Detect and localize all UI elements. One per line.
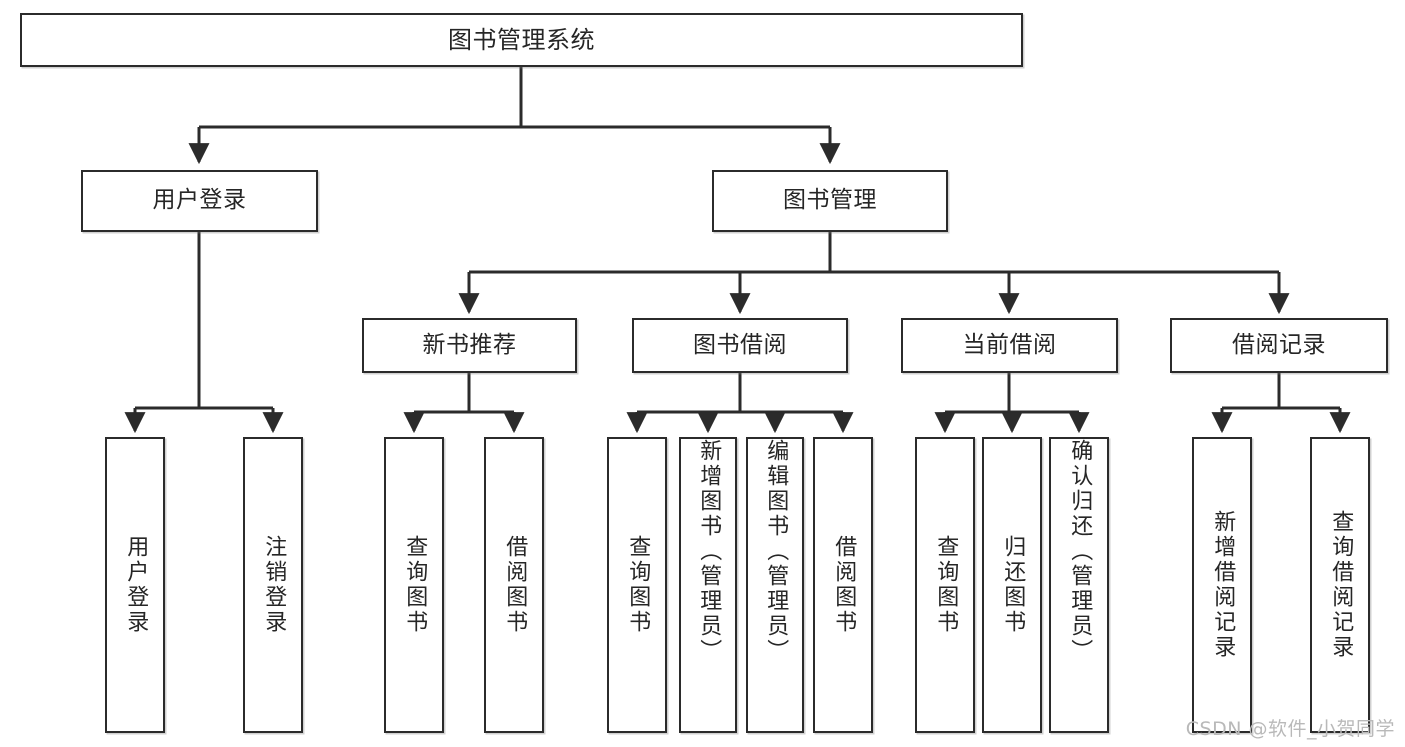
leaf-user-login-logout[interactable]: 注销登录 <box>243 437 303 733</box>
node-root-system[interactable]: 图书管理系统 <box>20 13 1023 67</box>
node-label: 查询图书 <box>402 535 428 635</box>
node-label: 借阅图书 <box>831 535 857 635</box>
leaf-user-login-login[interactable]: 用户登录 <box>105 437 165 733</box>
leaf-borrow-borrow-book[interactable]: 借阅图书 <box>813 437 873 733</box>
node-label: 编辑图书（管理员） <box>763 439 789 664</box>
leaf-borrow-query-book[interactable]: 查询图书 <box>607 437 667 733</box>
node-label: 用户登录 <box>152 187 247 214</box>
node-label: 图书管理系统 <box>448 25 595 54</box>
node-label: 图书管理 <box>783 187 877 214</box>
node-label: 新增图书（管理员） <box>696 439 722 664</box>
node-label: 查询借阅记录 <box>1328 510 1354 660</box>
watermark: CSDN @软件_小贺同学 <box>1185 718 1395 740</box>
leaf-current-confirm-return[interactable]: 确认归还（管理员） <box>1049 437 1109 733</box>
leaf-borrow-edit-book[interactable]: 编辑图书（管理员） <box>746 437 804 733</box>
leaf-borrow-add-book[interactable]: 新增图书（管理员） <box>679 437 737 733</box>
node-label: 确认归还（管理员） <box>1067 439 1093 664</box>
node-label: 新书推荐 <box>422 331 517 358</box>
leaf-record-add-record[interactable]: 新增借阅记录 <box>1192 437 1252 733</box>
node-label: 查询图书 <box>625 535 651 635</box>
node-label: 借阅记录 <box>1232 331 1326 358</box>
leaf-recommend-query-book[interactable]: 查询图书 <box>384 437 444 733</box>
node-label: 查询图书 <box>933 535 959 635</box>
node-borrow-record[interactable]: 借阅记录 <box>1170 318 1388 373</box>
leaf-current-return-book[interactable]: 归还图书 <box>982 437 1042 733</box>
node-label: 图书借阅 <box>693 331 787 358</box>
node-label: 当前借阅 <box>962 331 1057 358</box>
leaf-recommend-borrow-book[interactable]: 借阅图书 <box>484 437 544 733</box>
node-label: 借阅图书 <box>502 535 528 635</box>
node-label: 注销登录 <box>261 535 287 635</box>
leaf-current-query-book[interactable]: 查询图书 <box>915 437 975 733</box>
leaf-record-query-record[interactable]: 查询借阅记录 <box>1310 437 1370 733</box>
node-user-login[interactable]: 用户登录 <box>81 170 318 232</box>
node-label: 用户登录 <box>123 535 149 635</box>
node-label: 归还图书 <box>1000 535 1026 635</box>
node-current-borrow[interactable]: 当前借阅 <box>901 318 1118 373</box>
node-new-book-recommend[interactable]: 新书推荐 <box>362 318 577 373</box>
node-label: 新增借阅记录 <box>1210 510 1236 660</box>
node-book-management[interactable]: 图书管理 <box>712 170 948 232</box>
node-book-borrow[interactable]: 图书借阅 <box>632 318 848 373</box>
